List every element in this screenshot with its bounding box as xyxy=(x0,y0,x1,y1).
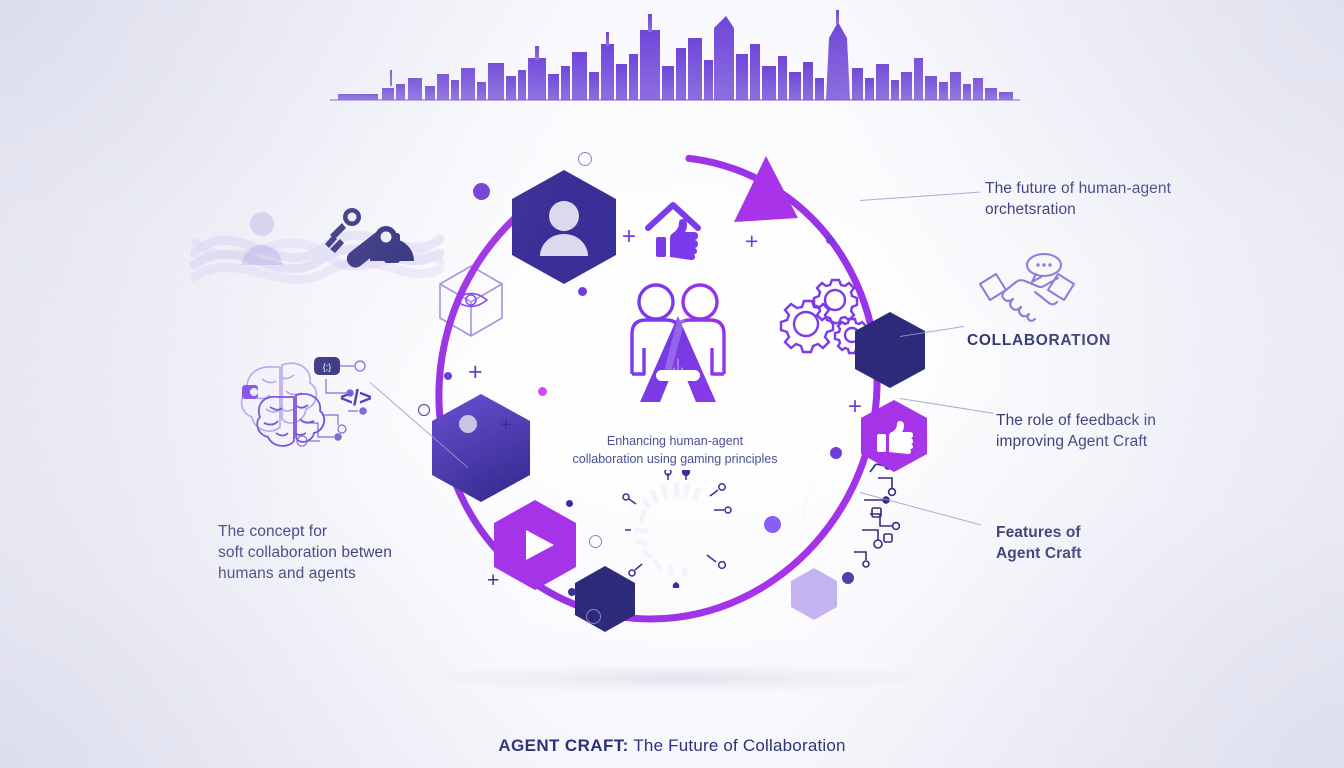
decor-dot xyxy=(826,236,834,244)
callout-features: Features of Agent Craft xyxy=(996,524,1082,562)
hex-node-person[interactable] xyxy=(508,168,620,286)
decor-dot xyxy=(538,387,547,396)
city-skyline-icon xyxy=(330,8,1020,108)
decor-dot xyxy=(568,588,576,596)
poster-footer: AGENT CRAFT: The Future of Collaboration xyxy=(0,736,1344,756)
callout-feedback: The role of feedback in improving Agent … xyxy=(996,412,1156,450)
two-people-a-logo xyxy=(608,276,748,412)
decor-plus: + xyxy=(468,358,483,386)
hex-node-dark-right[interactable] xyxy=(852,310,928,390)
decor-dot xyxy=(499,478,506,485)
decor-dot xyxy=(578,287,587,296)
decor-dot xyxy=(830,447,842,459)
handshake-icon xyxy=(972,252,1082,324)
callout-orchestration: The future of human-agent orchetsration xyxy=(985,180,1172,218)
decor-plus: + xyxy=(500,414,512,436)
footer-title-rest: The Future of Collaboration xyxy=(628,736,846,755)
hex-node-ghost xyxy=(788,566,840,622)
decor-dot xyxy=(444,372,452,380)
decor-ring xyxy=(418,404,430,416)
svg-text:{;}: {;} xyxy=(323,362,332,372)
callout-soft-collaboration: The concept for soft collaboration betwe… xyxy=(218,523,392,582)
decor-dot xyxy=(473,183,490,200)
decor-plus: + xyxy=(848,393,863,420)
decor-dot xyxy=(566,500,573,507)
decor-plus: + xyxy=(622,223,637,250)
callout-collaboration: COLLABORATION xyxy=(967,332,1111,349)
hex-node-play[interactable] xyxy=(490,498,580,592)
decor-ring xyxy=(578,152,592,166)
center-caption: Enhancing human-agent collaboration usin… xyxy=(572,434,778,466)
decor-plus: + xyxy=(487,569,500,592)
decor-dot xyxy=(842,572,854,584)
decor-dot xyxy=(764,516,781,533)
brain-code-icon: {;} </> xyxy=(232,345,374,457)
decor-ring xyxy=(586,609,601,624)
hex-node-thumbs-up[interactable] xyxy=(858,398,930,474)
ground-shadow xyxy=(300,655,1060,701)
decor-ring xyxy=(589,535,602,548)
decor-plus: + xyxy=(745,228,759,254)
hex-node-small-dark[interactable] xyxy=(572,564,638,634)
svg-text:</>: </> xyxy=(340,385,372,410)
footer-title-bold: AGENT CRAFT: xyxy=(498,736,629,755)
